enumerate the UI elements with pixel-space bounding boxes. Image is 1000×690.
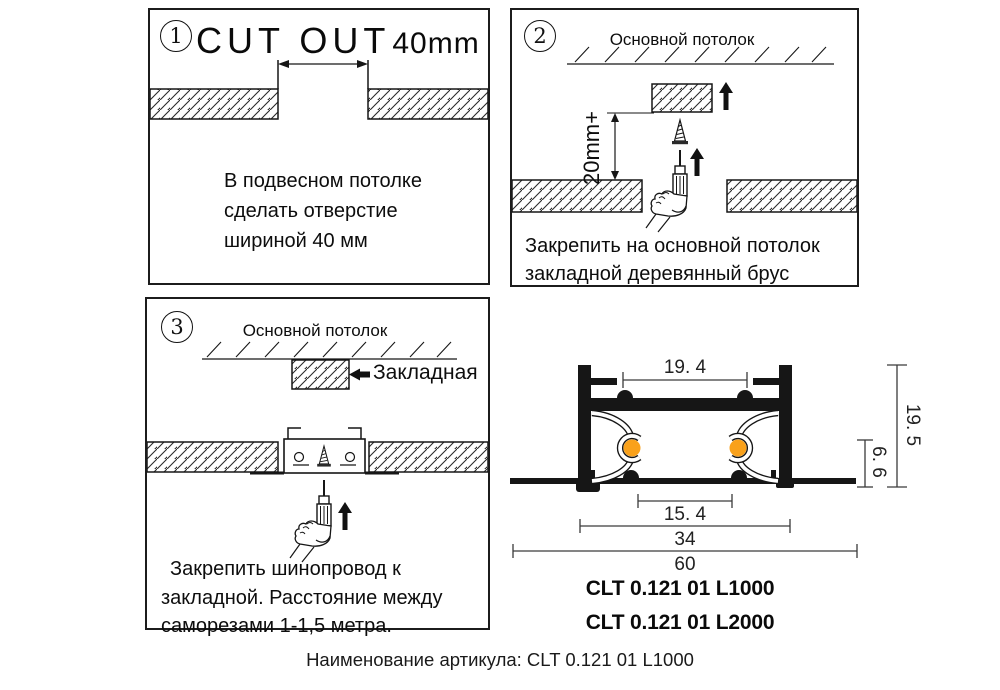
step3-instructions: Закрепить шинопровод к закладной. Рассто… — [161, 555, 442, 641]
dimension-lines — [512, 364, 907, 558]
step1-line2: сделать отверстие — [224, 200, 398, 222]
article-number-2: CLT 0.121 01 L2000 — [585, 611, 775, 634]
up-arrow-icon — [690, 148, 704, 176]
ceiling-panel-left — [150, 88, 279, 120]
panel-step-2: 2 Основной потолок 20mm+ Закрепить на ос… — [510, 8, 859, 287]
step2-line2: закладной деревянный брус — [525, 263, 790, 285]
panel-step-1: 1 CUT OUT40mm В подвесном потолке сделат… — [148, 8, 490, 285]
step-number: 3 — [170, 315, 184, 339]
step3-line2: закладной. Расстояние между — [161, 586, 443, 609]
step2-line1: Закрепить на основной потолок — [525, 235, 820, 257]
profile-cross-section: 19. 4 19. 5 6. 6 15. 4 34 60 CLT 0.121 0… — [510, 350, 970, 650]
up-arrow-icon — [338, 502, 352, 530]
main-ceiling — [567, 46, 834, 65]
height-dimension-arrow — [607, 112, 654, 180]
dim-full-width: 60 — [674, 554, 696, 575]
panel2-drawing — [512, 46, 857, 233]
cutout-title-main: CUT OUT — [196, 20, 391, 61]
main-ceiling-label: Основной потолок — [242, 321, 388, 340]
aluminium-profile — [510, 365, 856, 492]
suspended-ceiling-right — [368, 441, 488, 473]
step-number-badge: 1 — [160, 20, 192, 52]
insulator-clip-left — [591, 409, 642, 485]
dim-slot-width: 15. 4 — [663, 504, 707, 525]
panel1-drawing — [150, 60, 488, 120]
step3-line3: саморезами 1-1,5 метра. — [161, 615, 392, 637]
cutout-title-size: 40mm — [392, 27, 480, 60]
ceiling-panel-right — [367, 88, 488, 120]
step-number-badge: 2 — [524, 20, 556, 52]
dim-body-width: 34 — [674, 529, 696, 550]
article-number-1: CLT 0.121 01 L1000 — [585, 577, 775, 600]
suspended-ceiling-left — [147, 441, 279, 473]
left-arrow-icon — [349, 368, 370, 381]
main-ceiling — [202, 341, 457, 360]
step-number-badge: 3 — [161, 311, 193, 343]
wooden-block — [651, 83, 713, 113]
cutout-dimension-arrow — [278, 60, 368, 68]
step-number: 2 — [533, 24, 547, 48]
step1-instructions: В подвесном потолке сделать отверстие ши… — [224, 166, 422, 256]
insulator-clip-right — [728, 409, 779, 485]
step1-line3: шириной 40 мм — [224, 230, 368, 252]
article-caption: Наименование артикула: CLT 0.121 01 L100… — [306, 649, 694, 670]
profile-drawing — [510, 364, 907, 558]
screwdriver-hand-icon — [645, 149, 688, 233]
cutout-title: CUT OUT40mm — [196, 20, 480, 62]
suspended-ceiling-left — [512, 179, 643, 213]
dim-inner-height: 6. 6 — [868, 446, 889, 478]
step1-line1: В подвесном потолке — [224, 170, 422, 192]
step3-line1: Закрепить шинопровод к — [170, 558, 401, 580]
main-ceiling-label: Основной потолок — [609, 30, 755, 49]
panel3-drawing — [147, 341, 488, 563]
screw-icon — [671, 119, 689, 145]
step2-instructions: Закрепить на основной потолок закладной … — [525, 232, 820, 288]
embedded-block — [291, 359, 350, 390]
height-dimension-label: 20mm+ — [579, 111, 604, 185]
embedded-block-label: Закладная — [373, 361, 478, 384]
dim-full-height: 19. 5 — [902, 403, 923, 447]
conductor-right — [729, 439, 747, 457]
conductor-left — [623, 439, 641, 457]
suspended-ceiling-right — [726, 179, 857, 213]
dim-top-width: 19. 4 — [663, 357, 707, 378]
screwdriver-hand-icon — [289, 479, 332, 563]
up-arrow-icon — [719, 82, 733, 110]
step-number: 1 — [169, 24, 183, 48]
panel-step-3: 3 Основной потолок Закладная Закрепить ш… — [145, 297, 490, 637]
